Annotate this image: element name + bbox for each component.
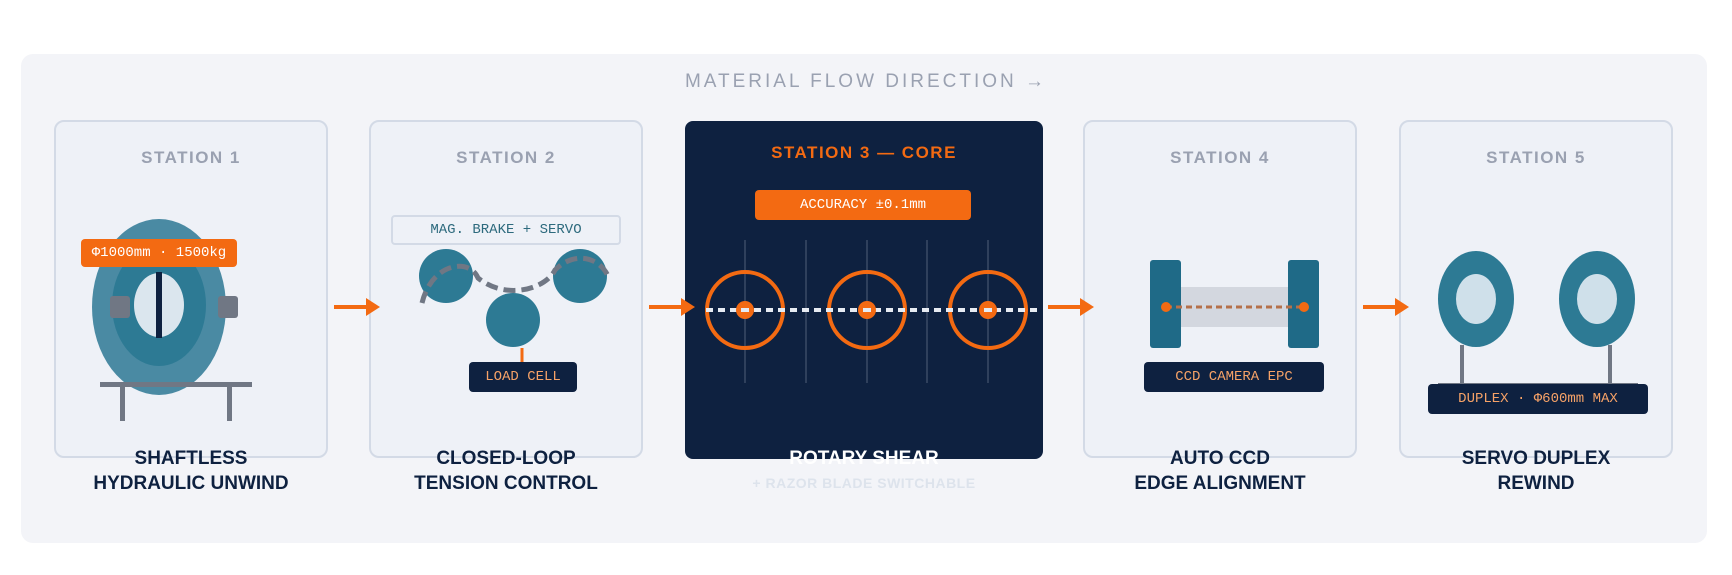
ccd-edge-guide-icon (1150, 260, 1319, 348)
station-2-caption-line1: CLOSED-LOOP (436, 448, 576, 469)
unwind-spec-tag: Φ1000mm · 1500kg (81, 239, 237, 267)
station-3-caption: ROTARY SHEAR + RAZOR BLADE SWITCHABLE (714, 446, 1014, 495)
station-1-caption-line2: HYDRAULIC UNWIND (93, 473, 289, 494)
tension-rollers-icon (419, 249, 611, 364)
ccd-camera-tag: CCD CAMERA EPC (1144, 362, 1324, 392)
accuracy-tag: ACCURACY ±0.1mm (755, 190, 971, 220)
arrow-right-icon (1048, 298, 1094, 316)
brake-servo-tag: MAG. BRAKE + SERVO (391, 215, 621, 245)
station-3-caption-line2: + RAZOR BLADE SWITCHABLE (752, 475, 976, 491)
station-4-caption-line1: AUTO CCD (1170, 448, 1270, 469)
station-4-caption: AUTO CCD EDGE ALIGNMENT (1070, 446, 1370, 496)
station-4-label: STATION 4 (1170, 148, 1270, 167)
station-1-caption-line1: SHAFTLESS (134, 448, 248, 469)
arrow-right-icon (649, 298, 695, 316)
station-5-caption: SERVO DUPLEX REWIND (1386, 446, 1686, 496)
station-3-caption-line1: ROTARY SHEAR (789, 448, 939, 469)
arrow-right-icon (1363, 298, 1409, 316)
rotary-shear-icon (705, 240, 1041, 383)
station-5-label: STATION 5 (1486, 148, 1586, 167)
duplex-spec-tag: DUPLEX · Φ600mm MAX (1428, 384, 1648, 414)
load-cell-tag: LOAD CELL (469, 362, 577, 392)
flow-direction-title: MATERIAL FLOW DIRECTION → (684, 71, 1048, 92)
station-5-caption-line2: REWIND (1497, 473, 1575, 494)
station-2-caption-line2: TENSION CONTROL (414, 473, 598, 494)
arrow-right-icon (334, 298, 380, 316)
station-1-caption: SHAFTLESS HYDRAULIC UNWIND (41, 446, 341, 496)
station-5-caption-line1: SERVO DUPLEX (1461, 448, 1611, 469)
station-1-label: STATION 1 (141, 148, 241, 167)
duplex-rewind-icon (1438, 251, 1638, 387)
station-4-caption-line2: EDGE ALIGNMENT (1134, 473, 1306, 494)
station-3-label: STATION 3 — CORE (771, 143, 957, 162)
station-2-label: STATION 2 (456, 148, 556, 167)
station-2-caption: CLOSED-LOOP TENSION CONTROL (356, 446, 656, 496)
